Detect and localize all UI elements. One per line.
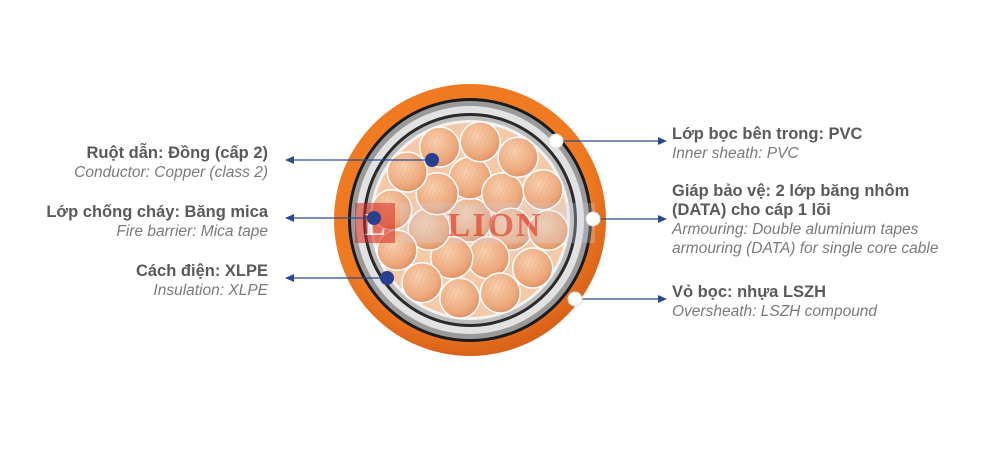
copper-wire-texture [410, 210, 449, 249]
marker-fire-barrier [367, 211, 381, 225]
label-insulation-en: Insulation: XLPE [153, 282, 268, 299]
label-fire-barrier: Lớp chống cháy: Băng mica Fire barrier: … [46, 203, 268, 241]
arrowhead-inner-sheath [658, 137, 667, 145]
label-inner-sheath: Lớp bọc bên trong: PVC Inner sheath: PVC [672, 125, 862, 163]
copper-wire-texture [525, 171, 561, 208]
label-armouring-en-2: armouring (DATA) for single core cable [672, 240, 939, 257]
label-oversheath-en: Oversheath: LSZH compound [672, 303, 878, 320]
label-conductor: Ruột dẫn: Đồng (cấp 2) Conductor: Copper… [74, 144, 268, 182]
copper-wire-texture [441, 280, 478, 317]
copper-wire-texture [404, 264, 440, 301]
copper-wire-texture [482, 275, 519, 311]
label-armouring-vi-1: Giáp bảo vệ: 2 lớp băng nhôm [672, 182, 910, 200]
marker-inner-sheath [548, 133, 564, 149]
label-fire-barrier-vi: Lớp chống cháy: Băng mica [46, 203, 268, 221]
label-conductor-vi: Ruột dẫn: Đồng (cấp 2) [86, 144, 268, 162]
label-armouring-en-1: Armouring: Double aluminium tapes [672, 221, 919, 238]
watermark-text: LION [448, 207, 543, 244]
arrowhead-armouring [658, 215, 667, 223]
label-oversheath-vi: Vỏ bọc: nhựa LSZH [672, 283, 827, 301]
copper-wire-texture [389, 154, 426, 190]
copper-wire-texture [432, 238, 471, 277]
arrowhead-conductor [285, 156, 294, 164]
marker-insulation [380, 271, 394, 285]
label-conductor-en: Conductor: Copper (class 2) [74, 164, 268, 181]
copper-wire-texture [418, 174, 457, 213]
arrowhead-insulation [285, 274, 294, 282]
marker-conductor [425, 153, 439, 167]
label-insulation: Cách điện: XLPE Insulation: XLPE [136, 262, 268, 300]
copper-wire-texture [451, 159, 489, 197]
copper-wire-texture [491, 210, 530, 249]
label-inner-sheath-vi: Lớp bọc bên trong: PVC [672, 125, 863, 143]
label-armouring-vi-2: (DATA) cho cáp 1 lõi [672, 201, 831, 219]
copper-wire-texture [462, 123, 499, 160]
copper-wire-texture [514, 250, 551, 286]
copper-wire-texture [469, 238, 508, 277]
copper-wire-texture [483, 174, 522, 213]
label-inner-sheath-en: Inner sheath: PVC [672, 145, 799, 162]
arrowhead-oversheath [658, 295, 667, 303]
marker-oversheath [567, 291, 583, 307]
marker-armouring [585, 211, 601, 227]
arrowhead-fire-barrier [285, 214, 294, 222]
lion-watermark: L LION [355, 203, 595, 244]
label-armouring: Giáp bảo vệ: 2 lớp băng nhôm (DATA) cho … [672, 182, 938, 258]
label-fire-barrier-en: Fire barrier: Mica tape [116, 223, 268, 240]
copper-wire-texture [500, 139, 536, 176]
copper-wire-texture [530, 212, 567, 249]
label-oversheath: Vỏ bọc: nhựa LSZH Oversheath: LSZH compo… [672, 283, 877, 321]
copper-wire-texture [450, 200, 490, 240]
label-insulation-vi: Cách điện: XLPE [135, 262, 268, 280]
